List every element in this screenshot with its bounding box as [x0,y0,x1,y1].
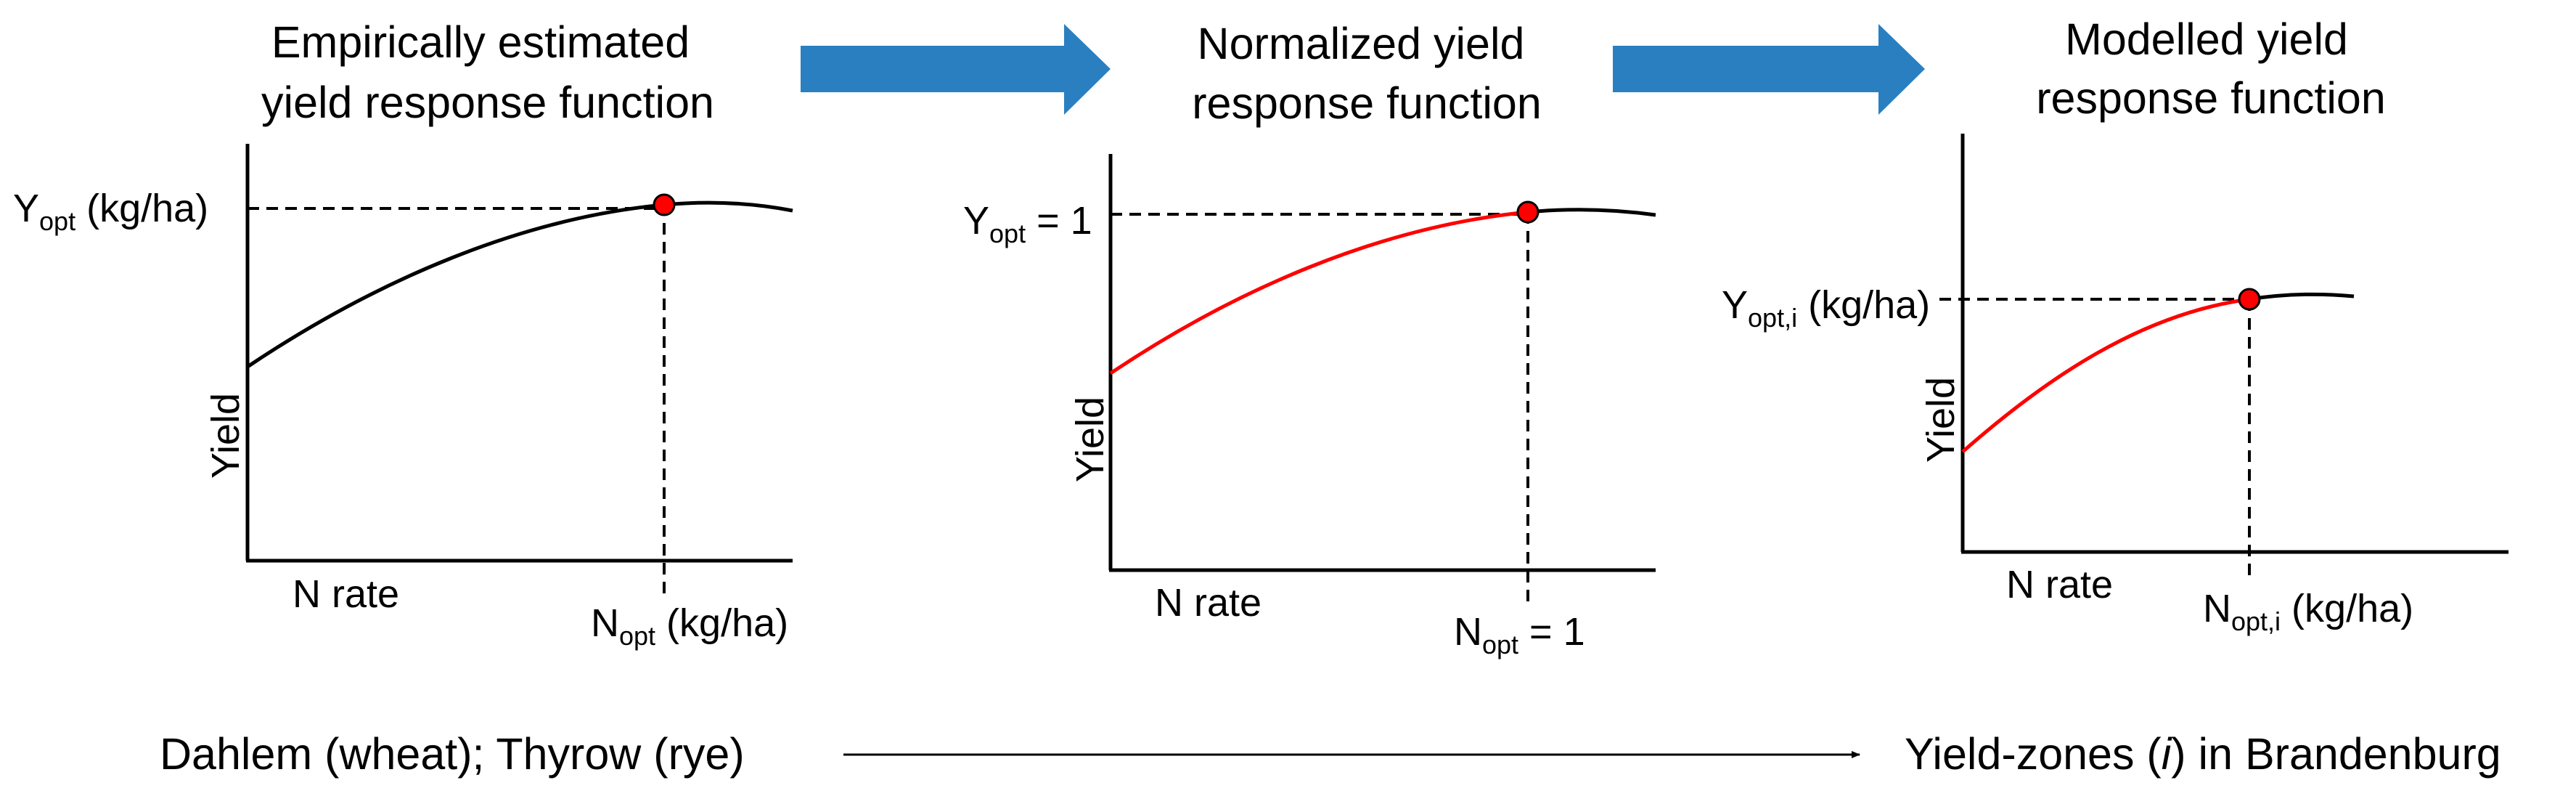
y-axis-label: Yield [204,393,248,479]
n-opt-label: Nopt,i (kg/ha) [2203,587,2413,636]
optimum-point [653,193,676,216]
source-sites-label: Dahlem (wheat); Thyrow (rye) [160,729,745,779]
rising-curve [1961,297,2250,453]
y-opt-label: Yopt (kg/ha) [13,187,208,236]
plateau-curve [663,200,793,213]
x-axis-label: N rate [1155,581,1262,625]
rising-curve [246,203,665,369]
n-opt-label: Nopt = 1 [1454,610,1585,659]
plateau-curve [1527,208,1656,217]
x-axis-label: N rate [2006,563,2113,606]
x-axis-label: N rate [293,572,399,616]
optimum-point [2238,288,2261,311]
panel-title-line-1: Normalized yield [1198,19,1525,68]
n-opt-label: Nopt (kg/ha) [591,601,788,651]
panel-title-line-1: Empirically estimated [271,17,690,67]
panel-modelled: Modelled yield response function Yopt,i … [1722,15,2508,636]
panel-title-line-2: response function [1192,78,1542,128]
panel-title-line-2: yield response function [261,78,714,127]
y-axis-label: Yield [1919,377,1963,463]
panel-empirical: Empirically estimated yield response fun… [13,17,793,651]
flow-arrow-1 [801,24,1111,115]
yield-zones-label: Yield-zones (i) in Brandenburg [1905,729,2501,779]
y-axis-label: Yield [1068,397,1112,482]
panel-title-line-1: Modelled yield [2065,15,2348,64]
rising-curve [1109,210,1529,375]
optimum-point [1516,200,1540,224]
panel-title-line-2: response function [2036,73,2386,123]
flow-arrow-2 [1613,24,1925,115]
plateau-curve [2249,292,2355,301]
y-opt-label: Yopt = 1 [963,199,1092,248]
y-opt-label: Yopt,i (kg/ha) [1722,283,1930,333]
panel-normalized: Normalized yield response function Yopt … [963,19,1656,659]
